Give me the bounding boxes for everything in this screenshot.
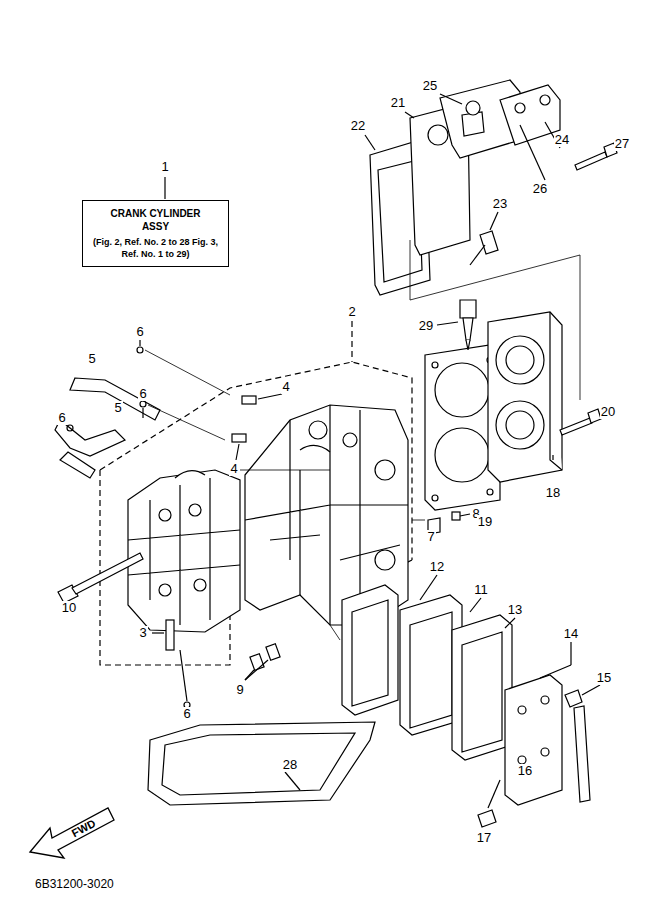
box-note: (Fig. 2, Ref. No. 2 to 28 Fig. 3, Ref. N… [90,236,222,260]
callout-number: 2 [347,305,356,319]
cylinder-head [488,312,562,482]
callout-number: 19 [477,515,493,529]
callout-number: 10 [61,601,77,615]
forward-arrow [30,808,114,858]
bolt [470,212,498,265]
callout-number: 9 [235,683,244,697]
callout-number: 23 [492,197,508,211]
callout-number: 13 [507,603,523,617]
callout-number: 6 [57,411,66,425]
callout-number: 27 [614,137,630,151]
bolt [560,409,601,435]
callout-number: 22 [350,119,366,133]
box-heading: CRANK CYLINDER ASSY [106,207,206,233]
callout-number: 15 [596,671,612,685]
callout-number: 14 [563,627,579,641]
crankcase [128,470,240,632]
callout-number: 5 [113,401,122,415]
leader-line [164,177,165,199]
callout-number: 24 [554,133,570,147]
callout-number: 28 [282,758,298,772]
bracket-line [240,470,425,640]
callout-number: 6 [138,387,147,401]
hose [55,340,230,708]
callout-number: 3 [138,626,147,640]
bracket-line [410,240,580,400]
callout-number: 16 [517,764,533,778]
callout-number: 12 [429,560,445,574]
cover-gasket [365,80,560,295]
spark-plug [437,300,476,350]
exhaust-gasket [342,575,571,805]
callout-number: 1 [160,160,169,174]
fitting [232,394,282,460]
callout-number: 7 [426,530,435,544]
callout-number: 20 [600,405,616,419]
callout-number: 6 [182,707,191,721]
drawing-number: 6B31200-3020 [34,877,115,891]
dowel-pin [152,620,174,650]
callout-number: 25 [422,79,438,93]
callout-number: 21 [390,96,406,110]
callout-number: 4 [229,462,238,476]
direction-label: FWD [69,815,99,840]
base-gasket [148,722,375,805]
callout-number: 18 [545,486,561,500]
title-box: CRANK CYLINDER ASSY (Fig. 2, Ref. No. 2 t… [82,200,229,267]
callout-number: 5 [87,352,96,366]
bolt [58,553,143,608]
callout-number: 29 [418,319,434,333]
callout-number: 26 [532,182,548,196]
callout-number: 17 [476,831,492,845]
hose [478,685,600,827]
callout-number: 6 [135,325,144,339]
callout-number: 4 [281,380,290,394]
thermostat [440,94,484,136]
callout-number: 11 [473,583,489,597]
bolt [575,143,617,170]
